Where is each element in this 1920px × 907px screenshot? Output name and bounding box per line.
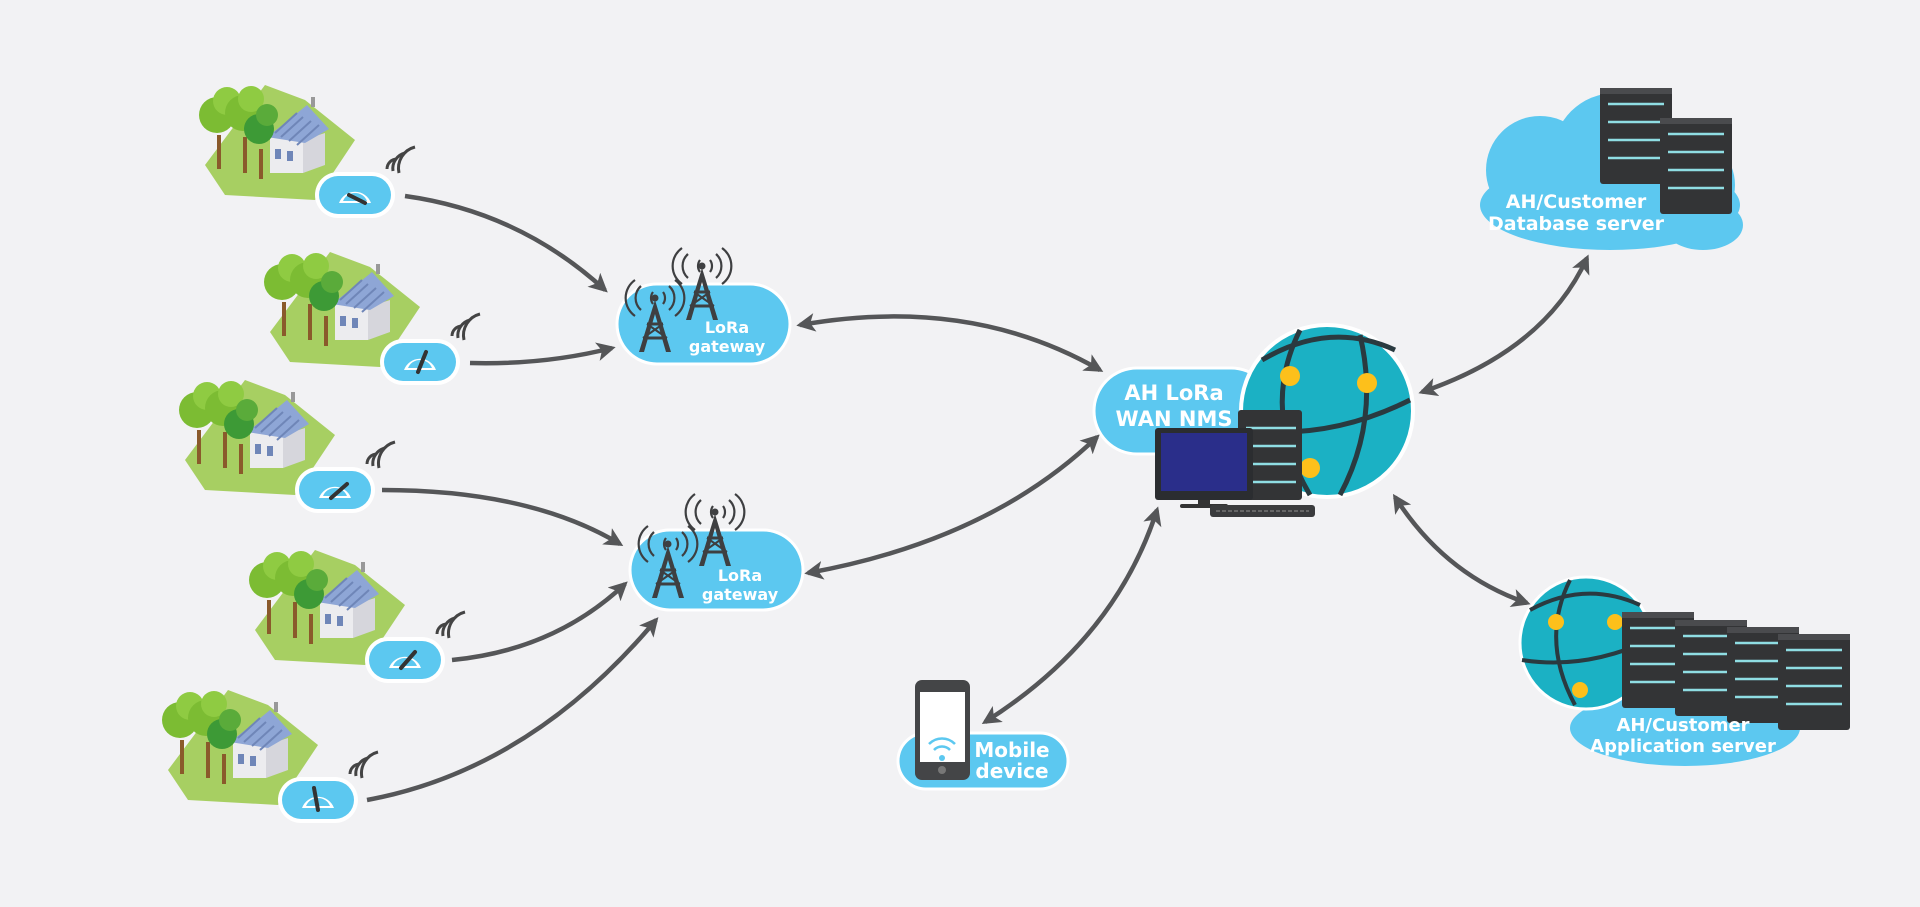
arrow-meter-3-gateway-2 [381,487,624,546]
database-label-line2: Database server [1488,213,1665,235]
house-icon [160,688,380,825]
smart-meter-icon [416,350,428,374]
arrow-meter-2-gateway-1 [469,342,616,366]
smart-meter-homes [160,83,482,825]
house-icon [262,250,482,387]
monitor-icon [1155,428,1253,508]
application-label-line1: AH/Customer [1616,715,1749,736]
arrow-gateway-1-nms [796,313,1104,372]
arrow-gateway-2-nms [804,434,1100,580]
gateway-label-line1: LoRa [705,318,749,337]
home-meter-2 [262,250,482,387]
server-rack-icon [1776,632,1852,732]
database-server: AH/Customer Database server [1480,86,1743,250]
arrow-nms-application-server [1392,493,1531,608]
lora-wan-nms: AH LoRa WAN NMS [1092,323,1415,517]
home-meter-3 [177,378,397,515]
nms-label-line1: AH LoRa [1124,381,1223,405]
connectors [366,193,1590,803]
smart-meter-icon [347,193,367,205]
server-rack-icon [1658,116,1734,216]
arrow-meter-4-gateway-2 [451,581,628,663]
server-rack-icon [1238,410,1302,500]
lora-gateway-2: LoRa gateway [628,492,805,612]
house-icon [247,548,467,685]
mobile-device: Mobile device [896,680,1070,791]
arrow-meter-5-gateway-2 [366,617,659,803]
house-icon [197,83,417,220]
gateway-label-line2: gateway [689,337,766,356]
home-meter-1 [197,83,417,220]
globe-icon [1518,575,1654,711]
mobile-label-line1: Mobile [974,738,1049,762]
lora-gateway-1: LoRa gateway [615,246,792,366]
arrow-nms-database-server [1418,254,1590,397]
home-meter-4 [247,548,467,685]
home-meter-5 [160,688,380,825]
nms-label-line2: WAN NMS [1116,407,1233,431]
gateway-label-line2: gateway [702,585,779,604]
application-server: AH/Customer Application server [1518,575,1852,766]
application-label-line2: Application server [1590,736,1776,757]
arrow-meter-1-gateway-1 [404,193,608,293]
smart-meter-icon [399,650,417,670]
gateway-label-line1: LoRa [718,566,762,585]
smartphone-icon [915,680,970,780]
house-icon [177,378,397,515]
mobile-label-line2: device [975,759,1048,783]
keyboard-icon [1210,505,1315,517]
database-label-line1: AH/Customer [1506,191,1647,213]
smart-meter-icon [312,786,320,812]
wifi-signal-icon [928,737,956,761]
arrow-mobile-nms [981,506,1162,725]
smart-meter-icon [329,482,349,500]
